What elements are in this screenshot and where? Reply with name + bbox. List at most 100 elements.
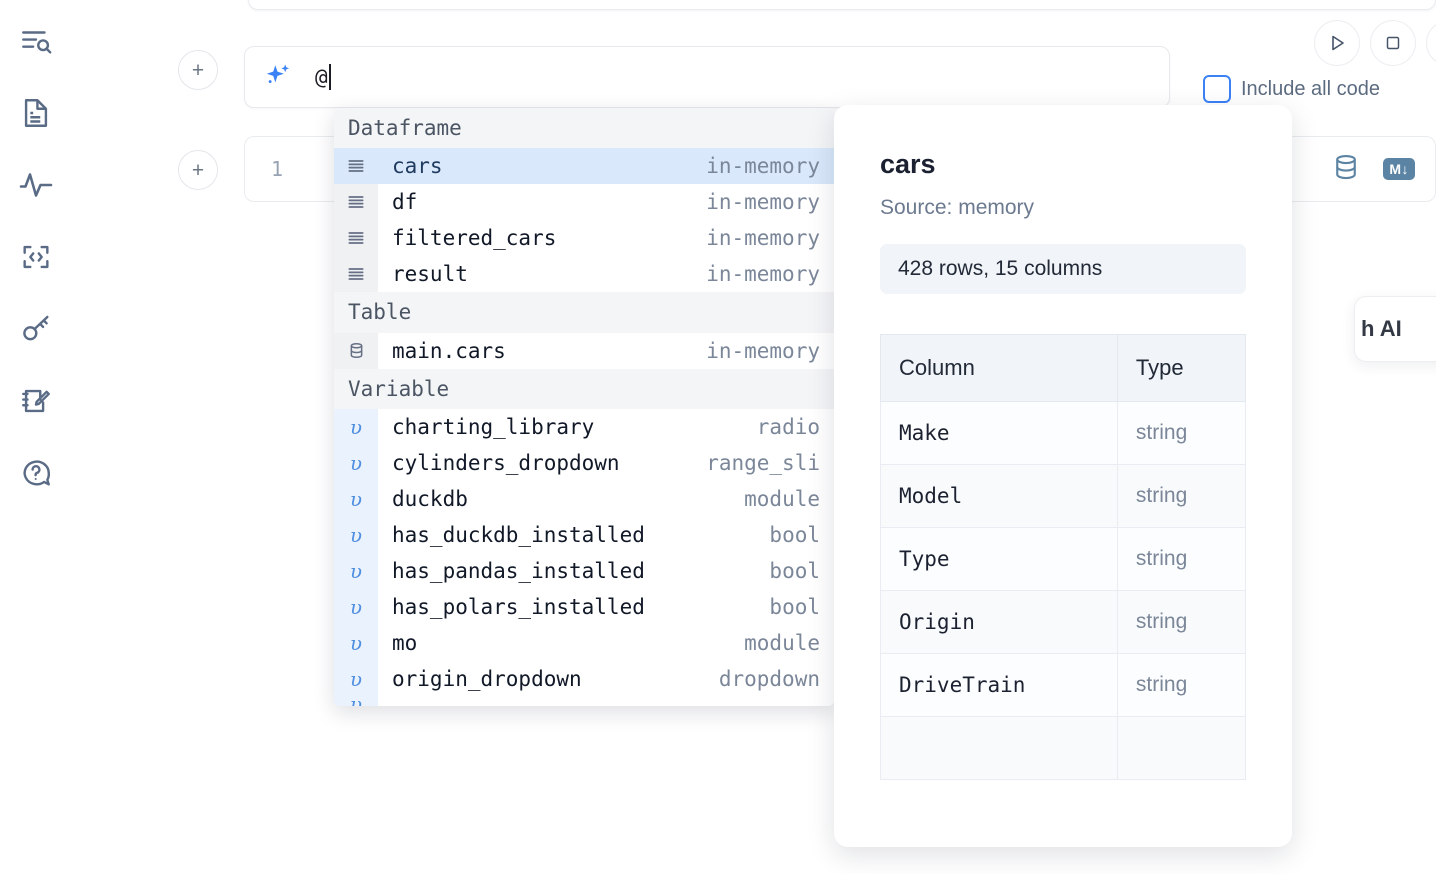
list-item-name: mo [392,631,418,656]
stop-button[interactable] [1370,20,1416,66]
explorer-search-icon[interactable] [14,16,58,66]
run-button[interactable] [1314,20,1360,66]
list-item-name: cars [392,154,443,179]
variable-icon: υ [334,625,378,662]
variable-icon: υ [334,697,378,706]
autocomplete-group-label: Table [334,292,834,333]
cell-column-name: Make [880,401,1118,465]
list-item-meta: in-memory [706,262,820,287]
variable-icon: υ [334,553,378,590]
add-cell-above-button[interactable]: + [178,50,218,90]
list-item[interactable]: υ origin_dropdown dropdown [334,661,834,698]
list-item-meta: bool [769,595,820,620]
list-item-meta: dropdown [718,667,820,692]
list-item-meta: bool [769,523,820,548]
line-number: 1 [270,157,284,181]
ai-hint-card[interactable]: h AI [1354,296,1436,362]
ai-sparkle-icon [261,60,295,94]
list-item[interactable]: υ duckdb module [334,481,834,518]
list-item-meta: module [744,631,820,656]
list-item[interactable]: cars in-memory [334,148,834,185]
table-row-partial [880,716,1247,780]
list-item-meta: in-memory [706,226,820,251]
documents-icon[interactable] [14,88,58,138]
help-chat-icon[interactable] [14,448,58,498]
cell-column-type: string [1116,653,1247,717]
table-row: DriveTrain string [880,653,1247,717]
table-database-icon [334,332,378,369]
secrets-key-icon[interactable] [14,304,58,354]
autocomplete-dropdown[interactable]: Dataframe cars in-memory df in-memory fi… [334,108,834,706]
scratchpad-edit-icon[interactable] [14,376,58,426]
list-item-meta: module [744,487,820,512]
column-header-type: Type [1116,334,1247,402]
list-item-name: duckdb [392,487,468,512]
autocomplete-group-label: Variable [334,368,834,410]
cell-column-type: string [1116,464,1247,528]
add-cell-below-button[interactable]: + [178,150,218,190]
list-item-meta: in-memory [706,154,820,179]
table-row: Model string [880,464,1247,528]
variable-icon: υ [334,409,378,446]
more-actions-button[interactable] [1426,20,1436,66]
cell-column-name [880,716,1118,780]
variable-icon: υ [334,481,378,518]
list-item[interactable]: υ has_polars_installed bool [334,589,834,626]
cell-column-name: DriveTrain [880,653,1118,717]
column-header-column: Column [880,334,1118,402]
ai-prompt-input[interactable]: @ [295,47,1169,107]
autocomplete-group-label: Dataframe [334,108,834,149]
variable-icon: υ [334,589,378,626]
list-item-name: main.cars [392,338,506,363]
list-item[interactable]: υ [334,697,834,706]
list-item-name: has_polars_installed [392,595,645,620]
include-all-code-checkbox[interactable] [1203,75,1231,103]
cell-column-name: Type [880,527,1118,591]
list-item[interactable]: υ has_pandas_installed bool [334,553,834,590]
include-all-code-label: Include all code [1241,77,1380,100]
detail-source: Source: memory [880,196,1035,219]
dataframe-icon [334,148,378,185]
cell-column-name: Model [880,464,1118,528]
table-row: Type string [880,527,1247,591]
list-item-name: has_pandas_installed [392,559,645,584]
cell-column-type: string [1116,527,1247,591]
include-all-code-row[interactable]: Include all code [1203,75,1380,103]
dataframe-detail-popover: cars Source: memory 428 rows, 15 columns… [834,105,1292,847]
cell-column-type: string [1116,590,1247,654]
text-caret [328,64,331,90]
detail-title: cars [880,149,936,179]
list-item[interactable]: υ mo module [334,625,834,662]
list-item[interactable]: df in-memory [334,184,834,221]
list-item[interactable]: υ charting_library radio [334,409,834,446]
variable-icon: υ [334,517,378,554]
cell-tools: M↓ [1331,137,1415,201]
list-item[interactable]: υ cylinders_dropdown range_sli [334,445,834,482]
list-item[interactable]: result in-memory [334,256,834,293]
schema-table: Column Type Make string Model string Typ… [880,334,1247,780]
snippets-icon[interactable] [14,232,58,282]
list-item-meta: range_sli [706,451,820,476]
dataframe-icon [334,220,378,257]
list-item[interactable]: υ has_duckdb_installed bool [334,517,834,554]
list-item-name: cylinders_dropdown [392,451,620,476]
detail-row-column-count: 428 rows, 15 columns [880,244,1246,294]
variable-icon: υ [334,661,378,698]
list-item-name: df [392,190,418,215]
table-header-row: Column Type [880,334,1247,402]
dataframe-icon [334,184,378,221]
ai-prompt-bar[interactable]: @ [244,46,1170,108]
list-item-name: filtered_cars [392,226,557,251]
list-item-name: charting_library [392,415,595,440]
database-icon[interactable] [1331,152,1361,187]
cell-column-name: Origin [880,590,1118,654]
previous-cell-block[interactable] [248,0,1436,10]
activity-icon[interactable] [14,160,58,210]
dataframe-icon [334,256,378,293]
markdown-badge[interactable]: M↓ [1383,158,1415,180]
list-item[interactable]: main.cars in-memory [334,332,834,369]
list-item-name: result [392,262,468,287]
list-item[interactable]: filtered_cars in-memory [334,220,834,257]
list-item-meta: in-memory [706,338,820,363]
